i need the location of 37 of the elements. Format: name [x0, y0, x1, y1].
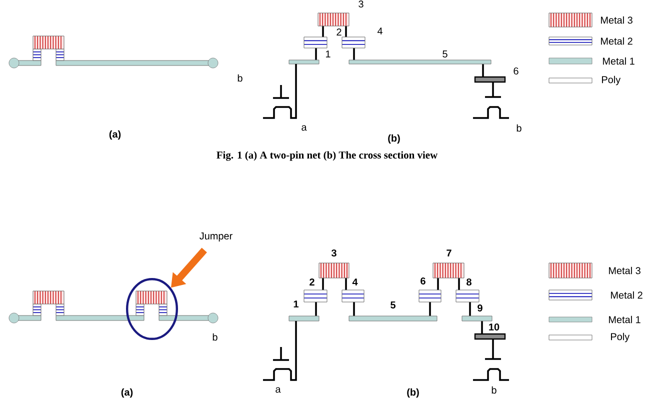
callout-number: 1 [294, 300, 298, 308]
callout-number: 10 [489, 323, 500, 331]
callout-number: 9 [478, 304, 482, 312]
legend-label: Poly [611, 332, 630, 342]
legend-label: Metal 3 [601, 16, 632, 24]
callout-number: 4 [377, 28, 382, 34]
legend-label: Metal 2 [611, 291, 642, 299]
panel-label: (a) [109, 130, 121, 140]
callout-number: 5 [390, 302, 396, 308]
caption: Fig. 1 (a) A two-pin net (b) The cross section view [216, 151, 438, 161]
panel-label: (b) [407, 388, 419, 398]
callout-number: 3 [358, 0, 364, 8]
highlight-ring [126, 278, 178, 340]
legend-label: Metal 1 [603, 57, 634, 65]
callout-number: 6 [514, 67, 518, 75]
callout-number: 7 [446, 250, 452, 256]
callout-number: 8 [466, 278, 472, 286]
callout-number: 1 [326, 50, 330, 58]
panel-label: (a) [121, 388, 133, 398]
callout-number: 5 [442, 50, 448, 58]
pin-label: a [276, 387, 281, 393]
panel-label: (b) [388, 134, 400, 144]
pin-label: b [212, 333, 218, 341]
pin-label: b [516, 124, 522, 132]
callout-number: 3 [331, 249, 336, 257]
legend-label: Metal 3 [609, 266, 640, 274]
callout-number: 4 [352, 278, 358, 286]
pin-label: a [302, 125, 307, 131]
legend-label: Metal 2 [601, 37, 632, 45]
callout-number: 6 [420, 277, 426, 285]
callout-number: 2 [336, 28, 342, 36]
callout-number: 2 [310, 278, 314, 286]
legend-label: Poly [602, 76, 621, 86]
pin-label: b [492, 386, 496, 394]
pin-label: b [238, 74, 242, 82]
legend-label: Metal 1 [609, 316, 640, 324]
callout-label: Jumper [200, 232, 232, 242]
